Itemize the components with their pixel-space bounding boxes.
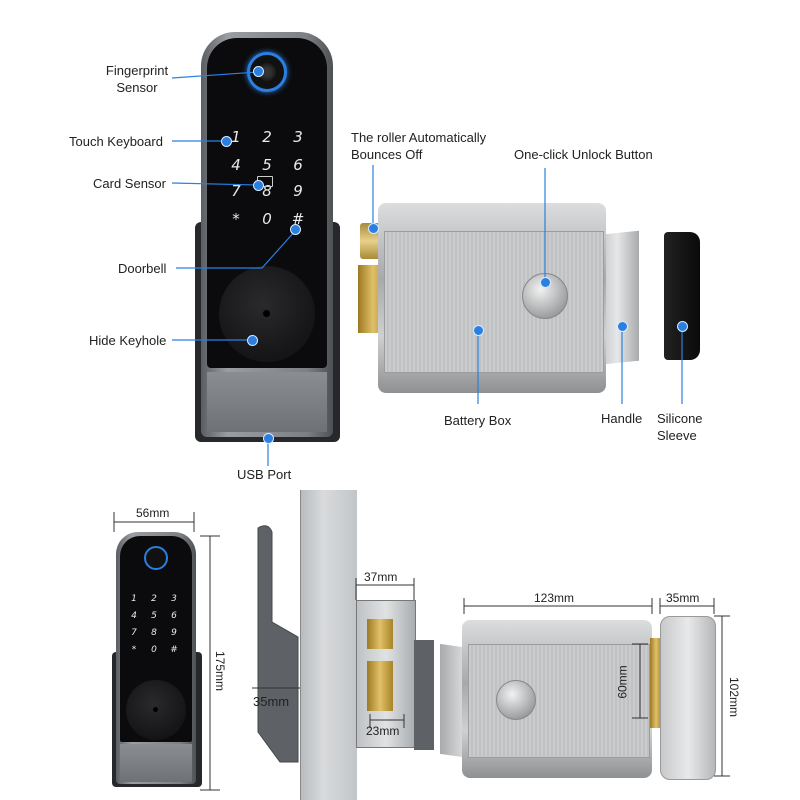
key-1[interactable]: 1	[231, 128, 241, 146]
sleeve-side-small	[660, 616, 716, 780]
battery-box-face	[384, 231, 604, 373]
key-3[interactable]: 3	[293, 128, 303, 146]
lock-side-profile	[250, 522, 300, 770]
keyhole-cover[interactable]	[219, 266, 315, 362]
label-doorbell: Doorbell	[118, 261, 167, 276]
dim-lock-height: 175mm	[213, 650, 228, 692]
key-8[interactable]: 8	[262, 182, 272, 200]
fingerprint-sensor-small	[144, 546, 168, 570]
key-7[interactable]: 7	[231, 182, 241, 200]
dot-card-sensor	[253, 180, 264, 191]
lock-bottom-cap	[207, 372, 327, 432]
dot-roller	[368, 223, 379, 234]
dim-box-inner-height: 60mm	[615, 665, 630, 699]
key-9[interactable]: 9	[293, 182, 303, 200]
mini-key-star: *	[131, 645, 137, 655]
dot-fingerprint	[253, 66, 264, 77]
label-battery-box: Battery Box	[444, 413, 512, 428]
dim-strike-inner: 23mm	[366, 724, 400, 738]
key-star[interactable]: *	[232, 210, 240, 228]
mini-key-4: 4	[131, 611, 137, 621]
key-4[interactable]: 4	[231, 156, 241, 174]
dot-touch-keyboard	[221, 136, 232, 147]
dim-door-gap: 35mm	[253, 694, 290, 709]
key-0[interactable]: 0	[262, 210, 272, 228]
lock-side-shape	[257, 525, 299, 763]
electric-lock-box	[350, 195, 650, 400]
dot-unlock	[540, 277, 551, 288]
box-front-small	[440, 616, 655, 781]
key-hash[interactable]: #	[291, 210, 305, 228]
strike-plate	[356, 600, 416, 748]
mini-key-9: 9	[171, 628, 177, 638]
sleeve-brass-small	[650, 638, 662, 728]
label-fingerprint: Fingerprint Sensor	[105, 63, 169, 95]
label-handle: Handle	[601, 411, 643, 426]
smart-lock-small: 1 2 3 4 5 6 7 8 9 * 0 #	[112, 532, 202, 787]
dim-strike-width: 37mm	[364, 570, 398, 584]
dot-doorbell	[290, 224, 301, 235]
dot-hide-keyhole	[247, 335, 258, 346]
mini-key-6: 6	[171, 611, 177, 621]
dim-sleeve-width: 35mm	[666, 591, 700, 605]
mini-key-3: 3	[171, 594, 177, 604]
key-5[interactable]: 5	[262, 156, 272, 174]
side-rail	[414, 640, 434, 750]
dim-box-height: 102mm	[727, 676, 742, 718]
dot-usb	[263, 433, 274, 444]
dim-lock-width: 56mm	[136, 506, 170, 520]
callout-lines	[171, 71, 683, 466]
dot-battery	[473, 325, 484, 336]
label-hide-keyhole: Hide Keyhole	[89, 333, 167, 348]
key-2[interactable]: 2	[262, 128, 272, 146]
mini-key-hash: #	[170, 645, 178, 655]
mini-key-1: 1	[131, 594, 137, 604]
key-6[interactable]: 6	[293, 156, 303, 174]
mini-key-8: 8	[151, 628, 157, 638]
label-touch-keyboard: Touch Keyboard	[69, 134, 163, 149]
keypad[interactable]: 1 2 3 4 5 6 7 8 9 * 0 #	[220, 128, 320, 228]
door-panel	[300, 490, 357, 800]
mini-key-7: 7	[131, 628, 137, 638]
label-card-sensor: Card Sensor	[93, 176, 166, 191]
dot-handle	[617, 321, 628, 332]
mini-key-2: 2	[151, 594, 157, 604]
dim-box-width: 123mm	[534, 591, 575, 605]
mini-key-5: 5	[151, 611, 157, 621]
dot-silicone	[677, 321, 688, 332]
label-usb-port: USB Port	[237, 467, 292, 482]
label-one-click: One-click Unlock Button	[514, 147, 653, 162]
label-silicone: Silicone Sleeve	[657, 411, 703, 443]
mini-key-0: 0	[151, 645, 157, 655]
label-roller: The roller Automatically Bounces Off	[351, 130, 487, 162]
